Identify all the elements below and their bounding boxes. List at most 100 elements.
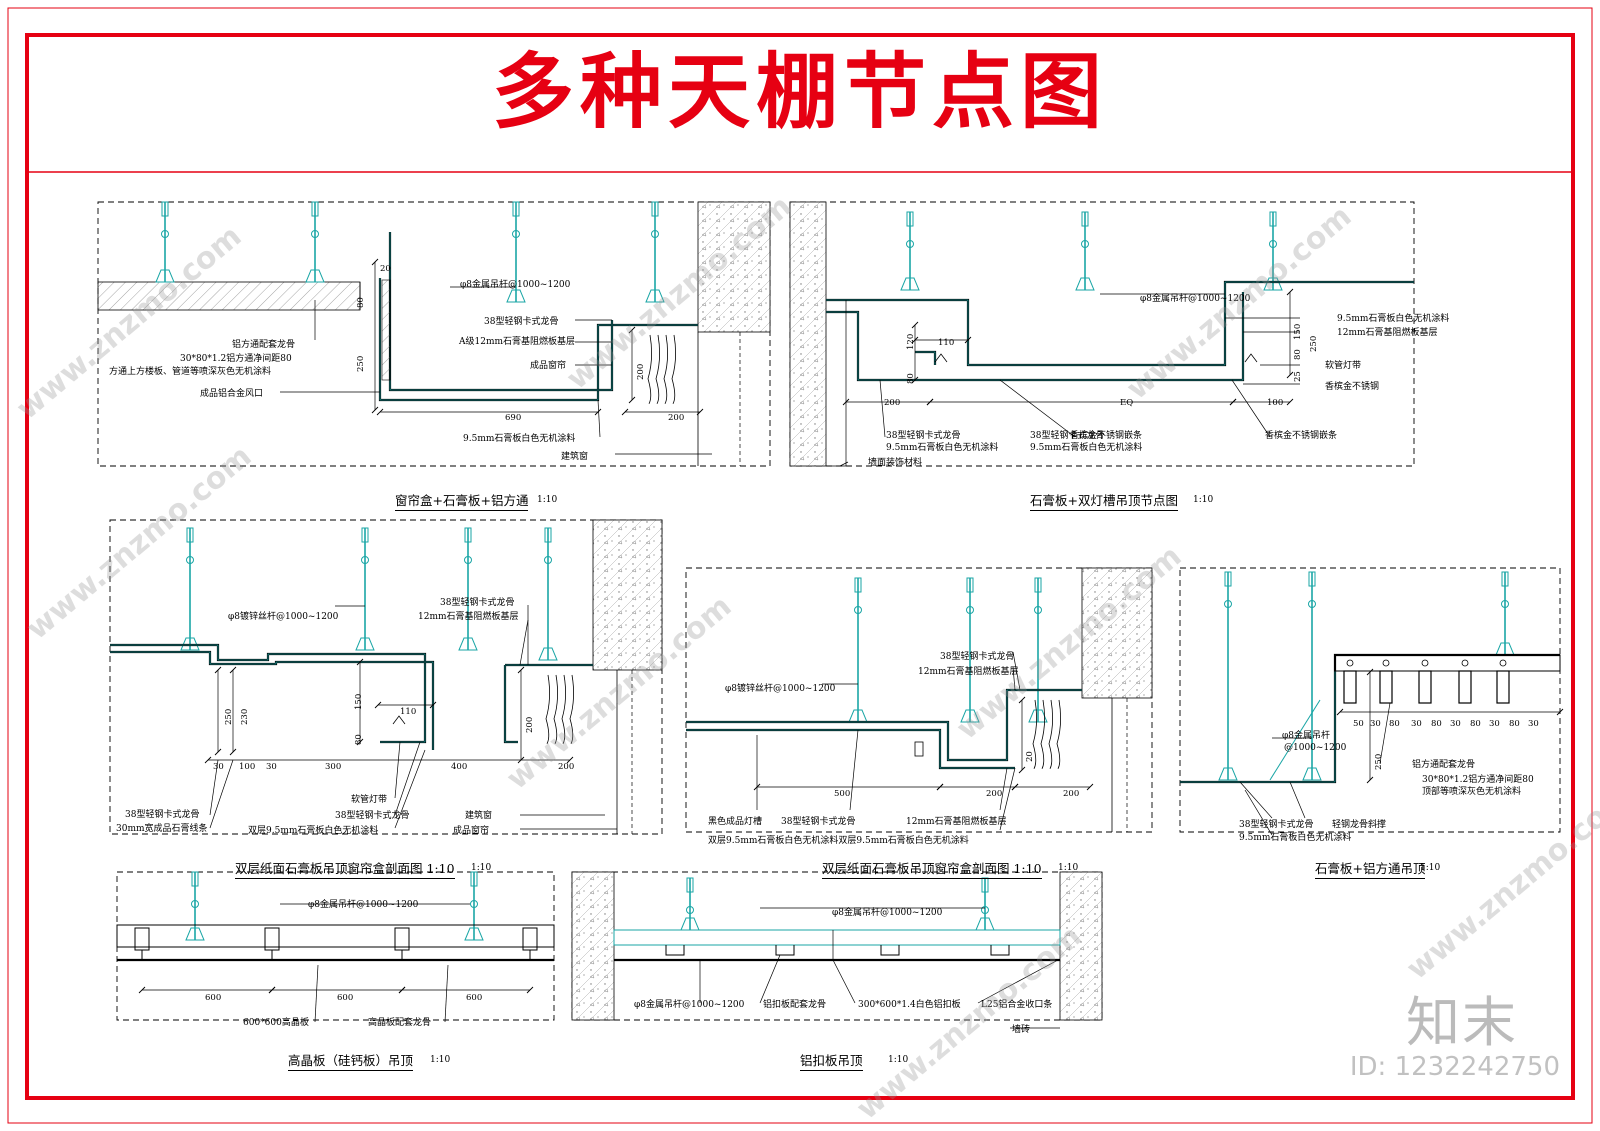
leader-line bbox=[849, 729, 859, 811]
dimension-tick bbox=[926, 398, 934, 406]
keel-line bbox=[110, 644, 426, 743]
rod-nut bbox=[464, 556, 472, 564]
concrete-wall bbox=[1059, 871, 1103, 1021]
dim-p4-1: 30 bbox=[1370, 719, 1381, 729]
scale-1: 1:10 bbox=[1193, 495, 1214, 505]
aluminum-keel-bar bbox=[1334, 654, 1561, 672]
dimension-tick bbox=[911, 376, 919, 384]
scale-4: 1:10 bbox=[1420, 863, 1441, 873]
led-strip bbox=[392, 715, 406, 725]
brand-logo: 知末 bbox=[1406, 991, 1518, 1054]
note-p3-keel: 38型轻钢卡式龙骨 bbox=[781, 817, 856, 827]
leader-line bbox=[879, 379, 886, 438]
detail-frame bbox=[116, 871, 555, 1021]
dim-p0-1: 80 bbox=[356, 297, 366, 308]
note-p2-base: 12mm石膏基阻燃板基层 bbox=[418, 612, 519, 622]
gypsum-board bbox=[503, 665, 518, 744]
dim-p2-2: 150 bbox=[354, 693, 364, 710]
dimension-tick bbox=[371, 258, 379, 266]
dim-p1-8: 250 bbox=[1309, 335, 1319, 352]
dim-p4-5: 30 bbox=[1450, 719, 1461, 729]
rod-nut bbox=[311, 230, 319, 238]
hanger-clip bbox=[960, 709, 980, 723]
dimension-tick bbox=[398, 986, 406, 994]
rod-nut bbox=[981, 906, 989, 914]
inner-border bbox=[25, 33, 1575, 1100]
dimension-tick bbox=[356, 738, 364, 746]
rod-nut bbox=[1224, 600, 1232, 608]
dimension-tick bbox=[936, 783, 944, 791]
keel-line bbox=[915, 351, 936, 365]
scale-6: 1:10 bbox=[888, 1055, 909, 1065]
leader-line bbox=[394, 741, 421, 816]
note-p2-rod: φ8镀锌丝杆@1000~1200 bbox=[228, 612, 339, 622]
bolt-hole bbox=[1421, 659, 1429, 667]
leader-line bbox=[209, 759, 219, 816]
curtain-fold bbox=[663, 334, 668, 404]
curtain-fold bbox=[671, 334, 676, 404]
note-p3-keel-top: 38型轻钢卡式龙骨 bbox=[940, 652, 1015, 662]
dim-p0-5: 200 bbox=[636, 363, 646, 380]
curtain-fold bbox=[1048, 699, 1053, 769]
dimension-tick bbox=[1336, 708, 1344, 716]
leader-line bbox=[209, 759, 234, 829]
curtain-fold bbox=[1056, 699, 1061, 769]
note-p3-rod: φ8镀锌丝杆@1000~1200 bbox=[725, 684, 836, 694]
rod-nut bbox=[906, 240, 914, 248]
note-p4-rod: φ8金属吊杆 bbox=[1282, 731, 1331, 741]
note-p2-board: 双层9.5mm石膏板白色无机涂料 bbox=[248, 826, 379, 836]
dim-p3-3: 20 bbox=[1025, 751, 1035, 762]
anchor-bolt bbox=[311, 201, 319, 217]
dim-p5-1: 600 bbox=[337, 993, 354, 1003]
dimension-tick bbox=[429, 701, 437, 709]
rod-nut bbox=[1501, 600, 1509, 608]
curtain-fold bbox=[561, 674, 566, 744]
note-p1-strip-b: 香槟金不锈钢嵌条 bbox=[1265, 431, 1338, 441]
note-p0-rod: φ8金属吊杆@1000~1200 bbox=[460, 280, 571, 290]
dim-p1-5: 100 bbox=[1267, 398, 1284, 408]
aluminum-square-tube bbox=[1379, 670, 1393, 704]
hanger-clip bbox=[900, 277, 920, 291]
dim-p1-7: 80 bbox=[1293, 349, 1303, 360]
note-p0-base: A级12mm石膏基阻燃板基层 bbox=[459, 337, 576, 347]
note-p1-keel-b: 38型轻钢卡式龙骨 bbox=[1030, 431, 1105, 441]
note-p0-paint: 方通上方楼板、管道等喷深灰色无机涂料 bbox=[109, 367, 272, 377]
note-p5-rod: φ8金属吊杆@1000~1200 bbox=[308, 900, 419, 910]
bolt-hole bbox=[1461, 659, 1469, 667]
dim-p4-8: 80 bbox=[1509, 719, 1520, 729]
dim-p1-4: EQ bbox=[1120, 398, 1134, 408]
dim-p2-5: 30 bbox=[213, 762, 224, 772]
dimension-tick bbox=[696, 408, 704, 416]
note-p1-board-b: 9.5mm石膏板白色无机涂料 bbox=[1030, 443, 1143, 453]
anchor-bolt bbox=[512, 201, 520, 217]
leader-line bbox=[1239, 781, 1273, 819]
leader-line bbox=[759, 954, 781, 1004]
curtain-fold bbox=[1032, 699, 1037, 769]
dim-p4-7: 30 bbox=[1489, 719, 1500, 729]
leader-line bbox=[394, 741, 401, 799]
note-p0-window: 建筑窗 bbox=[561, 452, 589, 462]
dim-p2-10: 200 bbox=[558, 762, 575, 772]
rod-nut bbox=[1081, 240, 1089, 248]
hanger-clip bbox=[1075, 277, 1095, 291]
aluminum-square-tube bbox=[1458, 670, 1472, 704]
dimension-tick bbox=[214, 748, 222, 756]
detail-frame bbox=[97, 201, 771, 467]
curtain-fold bbox=[647, 334, 652, 404]
dim-p2-4: 110 bbox=[400, 707, 417, 717]
note-p1-rod: φ8金属吊杆@1000~1200 bbox=[1140, 294, 1251, 304]
note-p4-rod-spacing: @1000~1200 bbox=[1284, 743, 1347, 753]
concrete-wall bbox=[697, 201, 771, 333]
sheet-title: 多种天棚节点图 bbox=[491, 45, 1108, 140]
dim-p4-4: 80 bbox=[1431, 719, 1442, 729]
triangle-keel bbox=[775, 945, 795, 956]
anchor-bolt bbox=[361, 527, 369, 543]
led-strip bbox=[934, 353, 1258, 363]
note-p2-curtain: 成品窗帘 bbox=[453, 826, 490, 836]
dim-p0-4: 200 bbox=[668, 413, 685, 423]
dim-p2-0: 250 bbox=[224, 708, 234, 725]
triangle-keel bbox=[665, 945, 685, 956]
dim-p1-3: 200 bbox=[884, 398, 901, 408]
hanger-clip bbox=[538, 647, 558, 661]
